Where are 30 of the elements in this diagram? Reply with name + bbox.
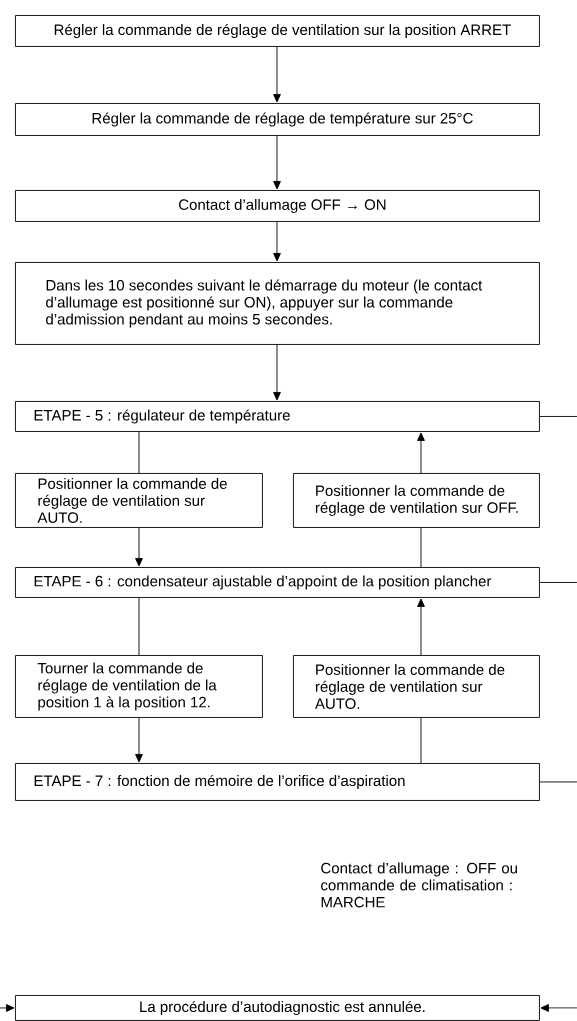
connector-line [420,717,422,764]
connector-line [138,431,140,474]
arrow [273,344,281,401]
arrow [417,598,425,656]
process-box: Contact d’allumage OFF → ON [15,190,540,222]
process-box: Tourner la commande de réglage de ventilation de la position 1 à la position 12. [15,655,263,718]
process-box: Régler la commande de réglage de ventilation sur la position ARRET [15,15,540,47]
arrow [135,527,143,567]
arrow [273,46,281,103]
connector-line [539,582,577,583]
process-box: Positionner la commande de réglage de ventilation sur OFF. [293,473,540,528]
step-box: ETAPE - 6 : condensateur ajustable d’appoint de la position plancher [15,567,540,598]
connector-line [539,781,577,783]
connector-line [138,597,140,656]
arrow [135,717,143,763]
step-box: ETAPE - 5 : régulateur de température [15,401,540,432]
process-box: Régler la commande de réglage de température sur 25°C [15,103,540,136]
arrow [273,135,281,190]
process-box: Positionner la commande de réglage de ventilation sur AUTO. [293,655,540,718]
connector-line [539,416,577,417]
arrow [0,1004,15,1012]
note-text: Contact d’allumage : OFF ou commande de climatisation : MARCHE [321,862,517,908]
step-box: ETAPE - 7 : fonction de mémoire de l’orifice d’aspiration [15,763,540,801]
connector-line [420,527,422,568]
arrow [417,432,425,474]
arrow [273,221,281,262]
process-box: La procédure d’autodiagnostic est annulée. [15,995,540,1021]
process-box: Dans les 10 secondes suivant le démarrage du moteur (le contact d’allumage est positionné sur ON), appuyer sur la commande d’admission pendant au moins 5 secondes. [15,262,540,345]
process-box: Positionner la commande de réglage de ventilation sur AUTO. [15,473,263,528]
arrow [540,1004,577,1012]
